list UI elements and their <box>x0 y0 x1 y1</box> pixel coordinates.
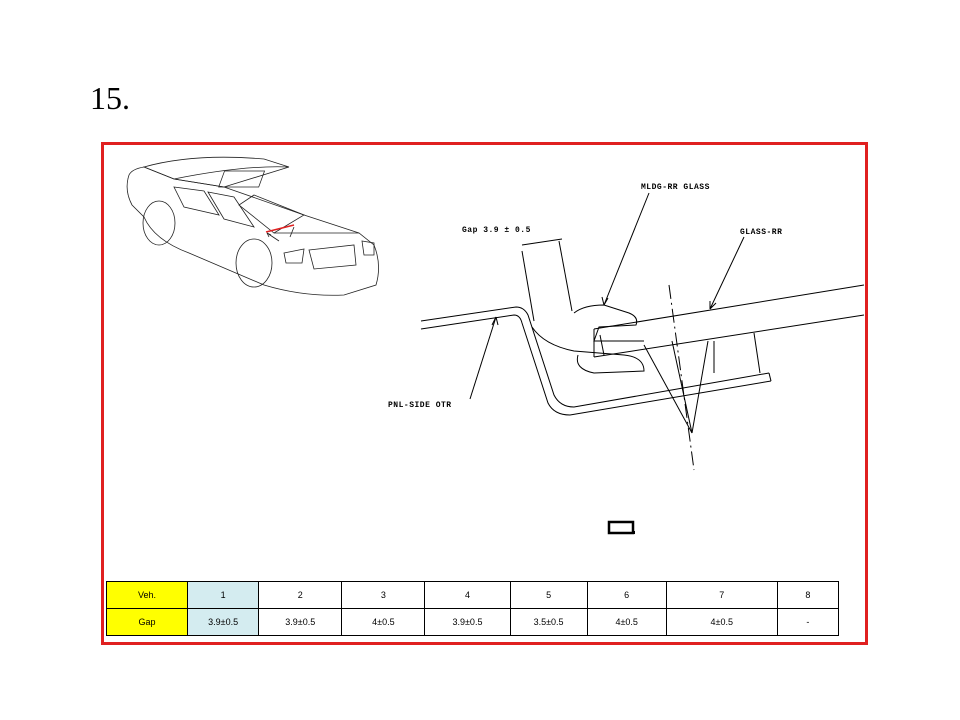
table-cell: 7 <box>665 581 778 609</box>
table-header-row: Veh. 1 2 3 4 5 6 7 8 <box>105 581 840 609</box>
veh-header-cell: Veh. <box>105 581 189 609</box>
table-cell: 3.9±0.5 <box>258 608 343 636</box>
gap-table: Veh. 1 2 3 4 5 6 7 8 Gap 3.9±0.5 3.9±0.5… <box>105 581 840 636</box>
table-cell: 4±0.5 <box>586 608 667 636</box>
table-cell: 8 <box>776 581 840 609</box>
car-overview-icon <box>126 156 379 296</box>
section-view-icon <box>420 192 865 535</box>
table-cell: 1 <box>187 581 260 609</box>
gap-dimension-label: Gap 3.9 ± 0.5 <box>462 226 531 235</box>
pnl-side-otr-label: PNL-SIDE OTR <box>388 401 452 410</box>
glass-rr-label: GLASS-RR <box>740 228 782 237</box>
page-number: 15. <box>90 80 130 116</box>
table-cell: 2 <box>258 581 343 609</box>
table-row: Gap 3.9±0.5 3.9±0.5 4±0.5 3.9±0.5 3.5±0.… <box>105 608 840 636</box>
table-cell: 4±0.5 <box>665 608 778 636</box>
mldg-rr-glass-label: MLDG-RR GLASS <box>641 183 710 192</box>
table-cell: 5 <box>509 581 588 609</box>
gap-row-label: Gap <box>105 608 189 636</box>
table-cell: 3 <box>341 581 426 609</box>
technical-drawing: Gap 3.9 ± 0.5 MLDG-RR GLASS GLASS-RR PNL… <box>126 156 865 535</box>
table-cell: 4±0.5 <box>341 608 426 636</box>
table-cell: 4 <box>424 581 511 609</box>
table-cell: 6 <box>586 581 667 609</box>
table-cell: - <box>776 608 840 636</box>
drawing-frame: Gap 3.9 ± 0.5 MLDG-RR GLASS GLASS-RR PNL… <box>101 142 868 645</box>
table-cell: 3.9±0.5 <box>187 608 260 636</box>
table-cell: 3.5±0.5 <box>509 608 588 636</box>
table-cell: 3.9±0.5 <box>424 608 511 636</box>
